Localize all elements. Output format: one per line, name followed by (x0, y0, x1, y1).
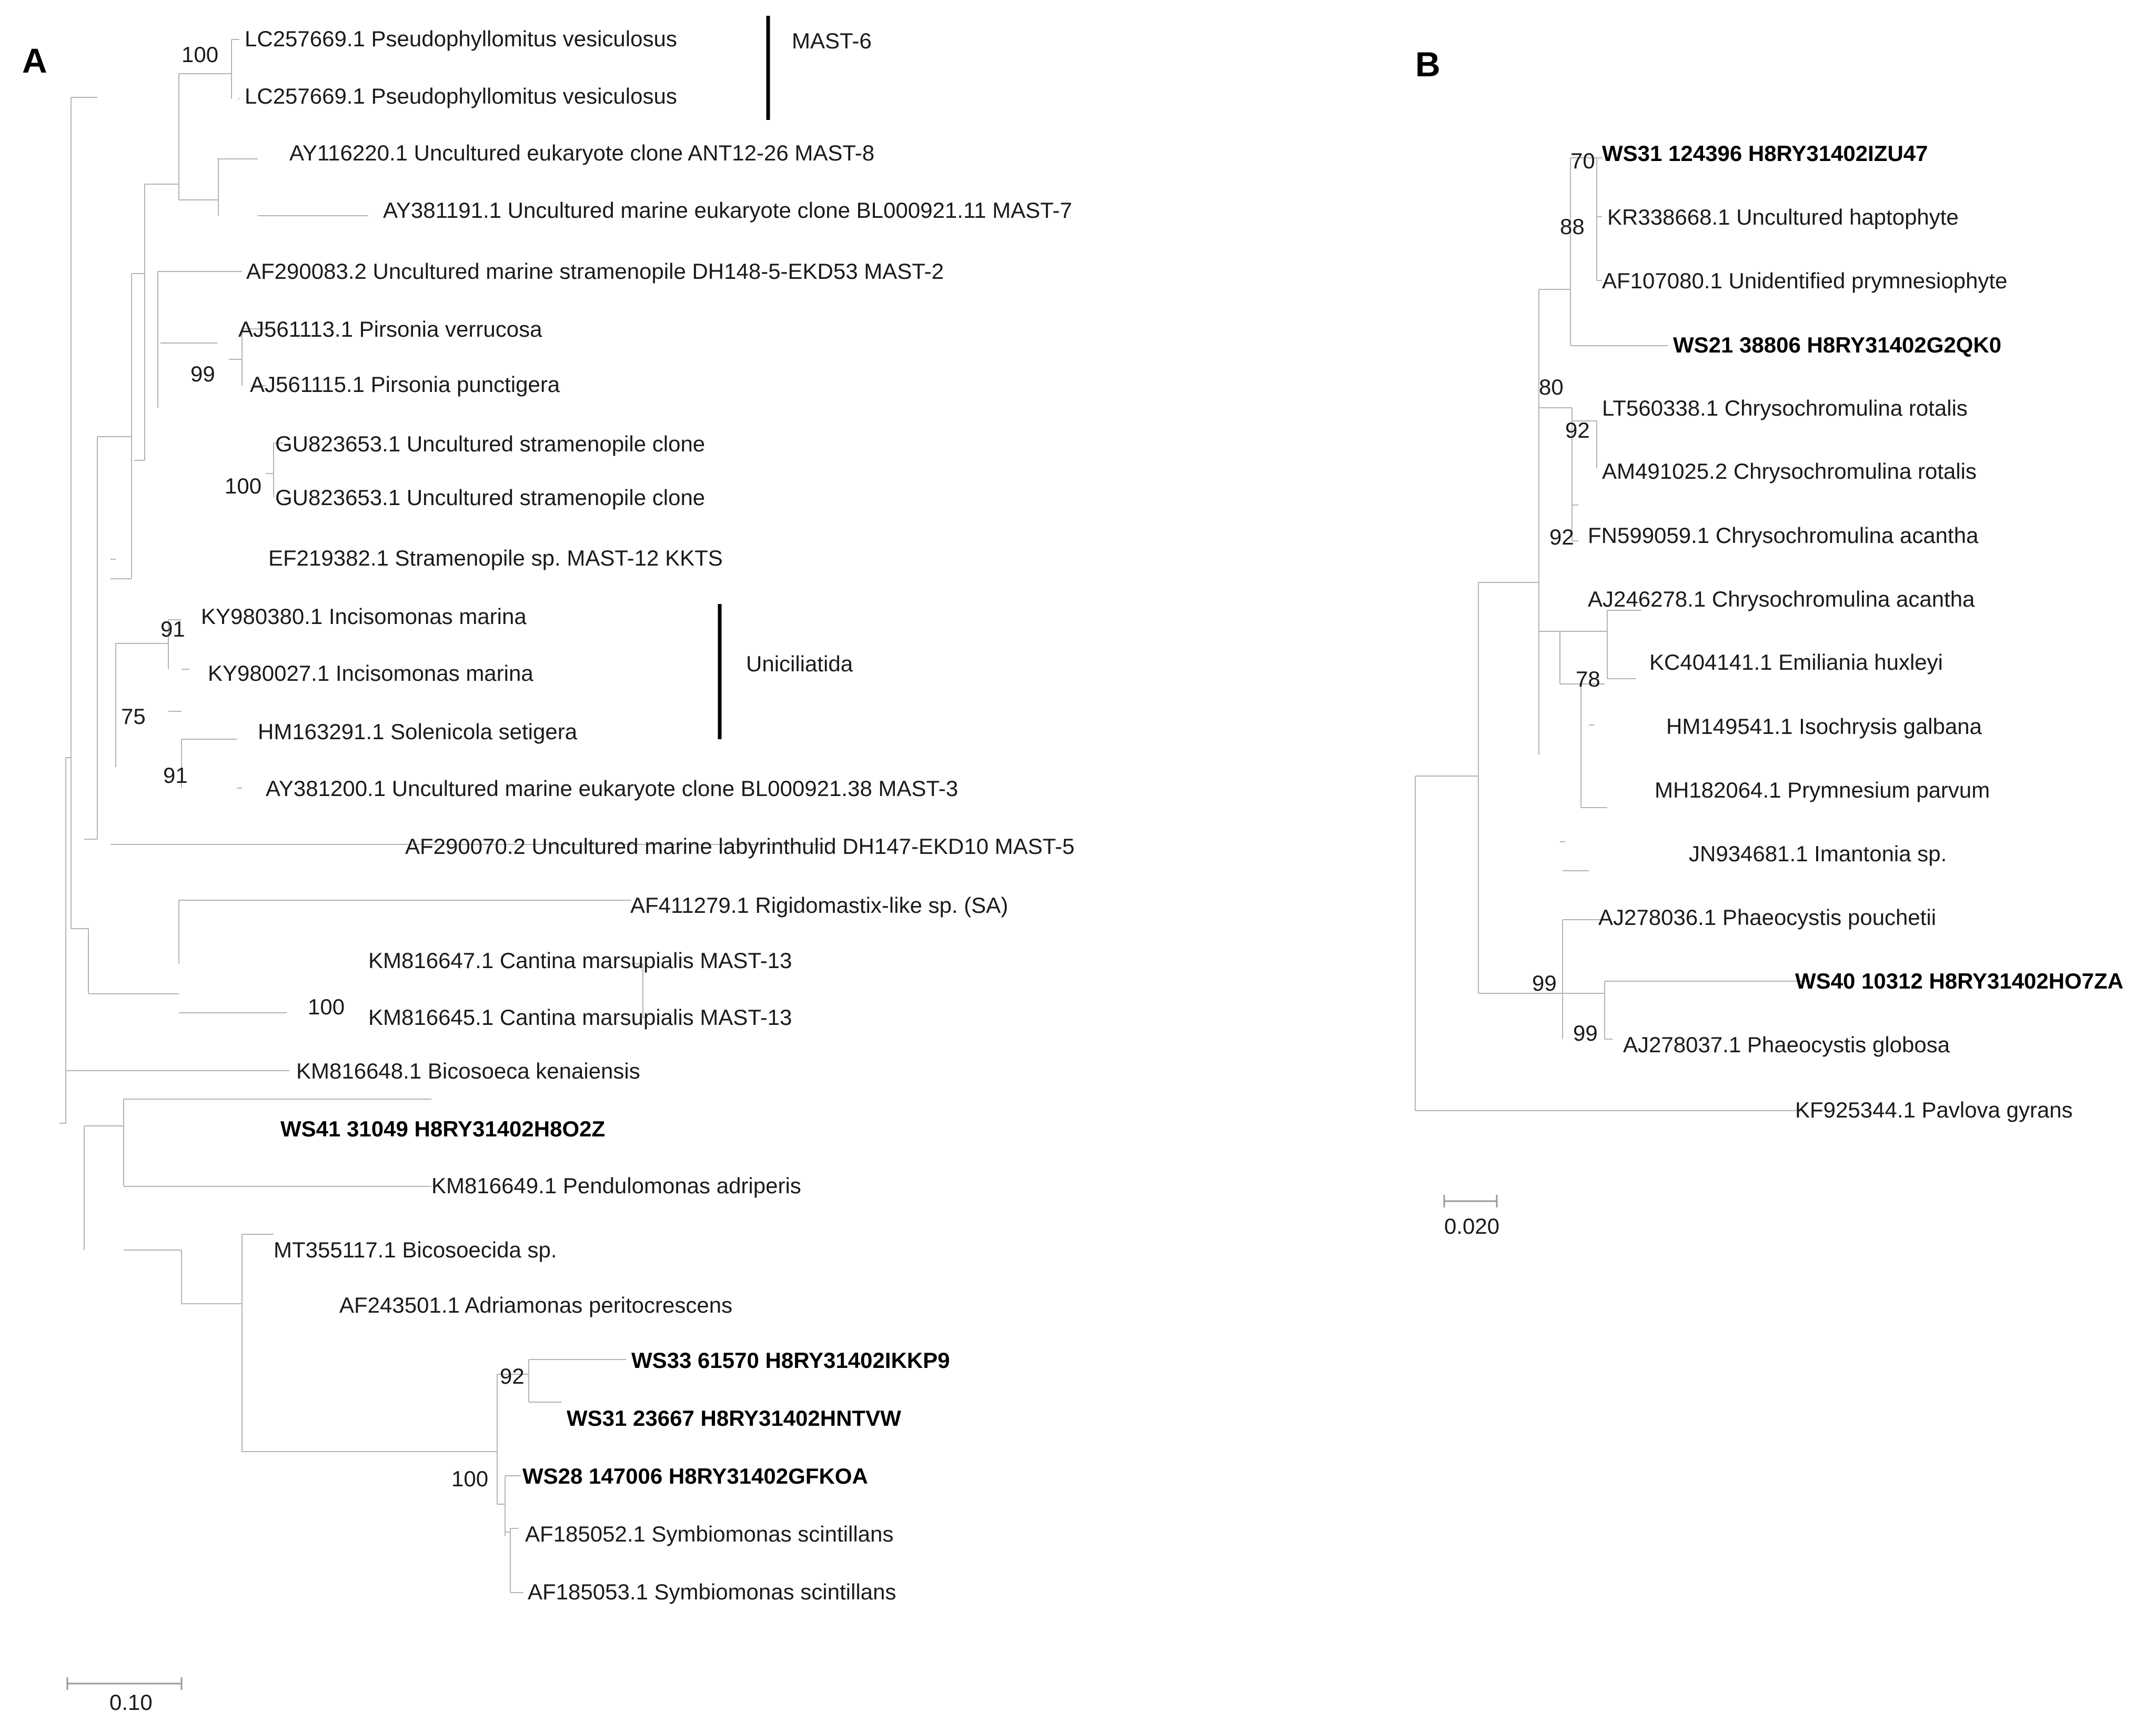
leaf-a-17: KM816647.1 Cantina marsupialis MAST-13 (368, 948, 792, 973)
leaf-a-24: WS33 61570 H8RY31402IKKP9 (631, 1348, 950, 1373)
clade-label-uniciliatida: Uniciliatida (746, 651, 853, 676)
tree-a-branches (59, 39, 831, 1593)
support-a-7: 100 (308, 994, 345, 1019)
support-b-3: 80 (1539, 375, 1564, 399)
support-b-7: 99 (1532, 971, 1557, 995)
support-a-4: 91 (160, 617, 185, 641)
support-a-3: 100 (225, 474, 261, 498)
clade-label-mast6: MAST-6 (792, 28, 872, 53)
leaf-a-28: AF185053.1 Symbiomonas scintillans (528, 1579, 896, 1604)
leaf-a-26: WS28 147006 H8RY31402GFKOA (522, 1464, 868, 1488)
leaf-b-11: MH182064.1 Prymnesium parvum (1655, 778, 1990, 802)
panel-b: B WS31 124396 H8RY31402IZU47 KR338668.1 … (1415, 45, 2123, 1238)
support-a-5: 75 (121, 704, 146, 729)
leaf-a-1: LC257669.1 Pseudophyllomitus vesiculosus (245, 26, 677, 51)
support-b-5: 92 (1549, 525, 1574, 549)
support-a-9: 100 (451, 1466, 488, 1491)
leaf-b-16: KF925344.1 Pavlova gyrans (1795, 1097, 2073, 1122)
support-b-4: 92 (1565, 418, 1590, 442)
leaf-a-19: KM816648.1 Bicosoeca kenaiensis (296, 1059, 640, 1083)
leaf-a-23: AF243501.1 Adriamonas peritocrescens (339, 1293, 732, 1317)
leaf-b-9: KC404141.1 Emiliania huxleyi (1649, 650, 1943, 674)
scale-label-b: 0.020 (1444, 1214, 1499, 1238)
scale-bar-b (1443, 1195, 1498, 1207)
leaf-b-6: AM491025.2 Chrysochromulina rotalis (1602, 459, 1977, 484)
scale-label-a: 0.10 (109, 1690, 153, 1715)
leaf-a-3: AY116220.1 Uncultured eukaryote clone AN… (289, 140, 874, 165)
leaf-a-9: GU823653.1 Uncultured stramenopile clone (275, 485, 705, 510)
support-a-8: 92 (500, 1364, 525, 1388)
leaf-a-7: AJ561115.1 Pirsonia punctigera (250, 372, 560, 397)
tree-b-branches (1415, 157, 1810, 1111)
leaf-a-10: EF219382.1 Stramenopile sp. MAST-12 KKTS (268, 546, 723, 570)
leaf-a-4: AY381191.1 Uncultured marine eukaryote c… (383, 198, 1072, 223)
support-b-2: 88 (1560, 214, 1585, 239)
leaf-a-8: GU823653.1 Uncultured stramenopile clone (275, 431, 705, 456)
leaf-b-15: AJ278037.1 Phaeocystis globosa (1623, 1032, 1950, 1057)
leaf-a-16: AF411279.1 Rigidomastix-like sp. (SA) (630, 893, 1008, 918)
leaf-a-12: KY980027.1 Incisomonas marina (208, 661, 533, 686)
leaf-a-11: KY980380.1 Incisomonas marina (201, 604, 527, 629)
support-a-6: 91 (163, 763, 188, 788)
leaf-a-25: WS31 23667 H8RY31402HNTVW (567, 1406, 901, 1431)
leaf-a-2: LC257669.1 Pseudophyllomitus vesiculosus (245, 84, 677, 108)
leaf-a-20: WS41 31049 H8RY31402H8O2Z (280, 1116, 605, 1141)
leaf-a-6: AJ561113.1 Pirsonia verrucosa (238, 317, 542, 341)
panel-label-b: B (1415, 45, 1440, 84)
leaf-a-22: MT355117.1 Bicosoecida sp. (274, 1237, 557, 1262)
leaf-a-15: AF290070.2 Uncultured marine labyrinthul… (405, 834, 1074, 859)
panel-label-a: A (22, 41, 47, 80)
leaf-b-14: WS40 10312 H8RY31402HO7ZA (1795, 969, 2123, 993)
support-b-6: 78 (1576, 667, 1600, 691)
support-a-1: 100 (182, 42, 218, 67)
leaf-b-2: KR338668.1 Uncultured haptophyte (1607, 205, 1959, 229)
leaf-b-8: AJ246278.1 Chrysochromulina acantha (1588, 587, 1975, 611)
leaf-b-12: JN934681.1 Imantonia sp. (1689, 841, 1947, 866)
leaf-b-3: AF107080.1 Unidentified prymnesiophyte (1602, 268, 2007, 293)
panel-a: A MAST-6 Uniciliatida LC257669.1 Pseudop… (22, 16, 1074, 1715)
leaf-a-27: AF185052.1 Symbiomonas scintillans (525, 1522, 893, 1546)
leaf-a-21: KM816649.1 Pendulomonas adriperis (431, 1173, 801, 1198)
support-b-1: 70 (1570, 148, 1595, 173)
leaf-a-5: AF290083.2 Uncultured marine stramenopil… (246, 259, 944, 284)
support-b-8: 99 (1573, 1021, 1598, 1045)
leaf-a-18: KM816645.1 Cantina marsupialis MAST-13 (368, 1005, 792, 1030)
leaf-a-13: HM163291.1 Solenicola setigera (258, 719, 578, 744)
leaf-a-14: AY381200.1 Uncultured marine eukaryote c… (266, 776, 958, 801)
leaf-b-4: WS21 38806 H8RY31402G2QK0 (1673, 333, 2001, 357)
leaf-b-7: FN599059.1 Chrysochromulina acantha (1588, 523, 1979, 548)
leaf-b-13: AJ278036.1 Phaeocystis pouchetii (1598, 905, 1936, 930)
leaf-b-10: HM149541.1 Isochrysis galbana (1666, 714, 1982, 739)
leaf-b-1: WS31 124396 H8RY31402IZU47 (1602, 141, 1928, 166)
leaf-b-5: LT560338.1 Chrysochromulina rotalis (1602, 396, 1968, 420)
scale-bar-a (66, 1677, 183, 1690)
support-a-2: 99 (190, 361, 215, 386)
